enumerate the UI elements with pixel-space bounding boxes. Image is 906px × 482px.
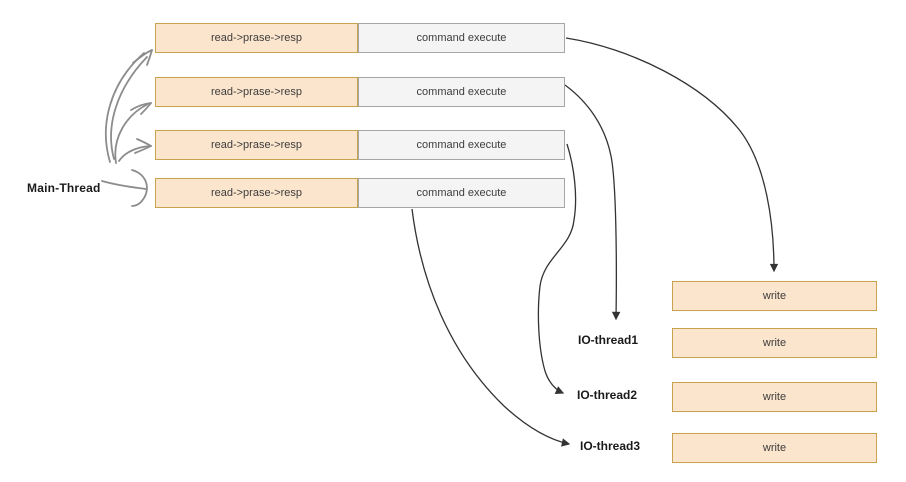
write-box-3: write — [672, 382, 877, 412]
thread-row-3: read->prase->resp command execute — [155, 130, 565, 160]
command-execute-box-4: command execute — [358, 178, 565, 208]
arrow-main-thread-to-row1 — [104, 49, 153, 163]
write-box-1: write — [672, 281, 877, 311]
thread-row-1: read->prase->resp command execute — [155, 23, 565, 53]
command-execute-box-3: command execute — [358, 130, 565, 160]
thread-row-4: read->prase->resp command execute — [155, 178, 565, 208]
io-thread2-label: IO-thread2 — [577, 388, 638, 402]
read-parse-resp-box-2: read->prase->resp — [155, 77, 358, 107]
read-parse-resp-box-1: read->prase->resp — [155, 23, 358, 53]
main-thread-label: Main-Thread — [27, 181, 101, 195]
arrow-execute2-to-io-thread1 — [564, 84, 621, 321]
read-parse-resp-box-4: read->prase->resp — [155, 178, 358, 208]
thread-row-2: read->prase->resp command execute — [155, 77, 565, 107]
arrow-main-thread-to-row3 — [118, 138, 152, 162]
read-parse-resp-box-3: read->prase->resp — [155, 130, 358, 160]
arrow-execute1-to-write1 — [565, 37, 779, 273]
command-execute-box-2: command execute — [358, 77, 565, 107]
arrow-main-thread-to-row4 — [101, 169, 148, 207]
arrow-execute4-to-io-thread3 — [411, 208, 571, 447]
write-box-4: write — [672, 433, 877, 463]
io-thread3-label: IO-thread3 — [580, 439, 641, 453]
command-execute-box-1: command execute — [358, 23, 565, 53]
write-box-2: write — [672, 328, 877, 358]
io-thread1-label: IO-thread1 — [578, 333, 639, 347]
arrow-main-thread-to-row2 — [114, 102, 152, 164]
